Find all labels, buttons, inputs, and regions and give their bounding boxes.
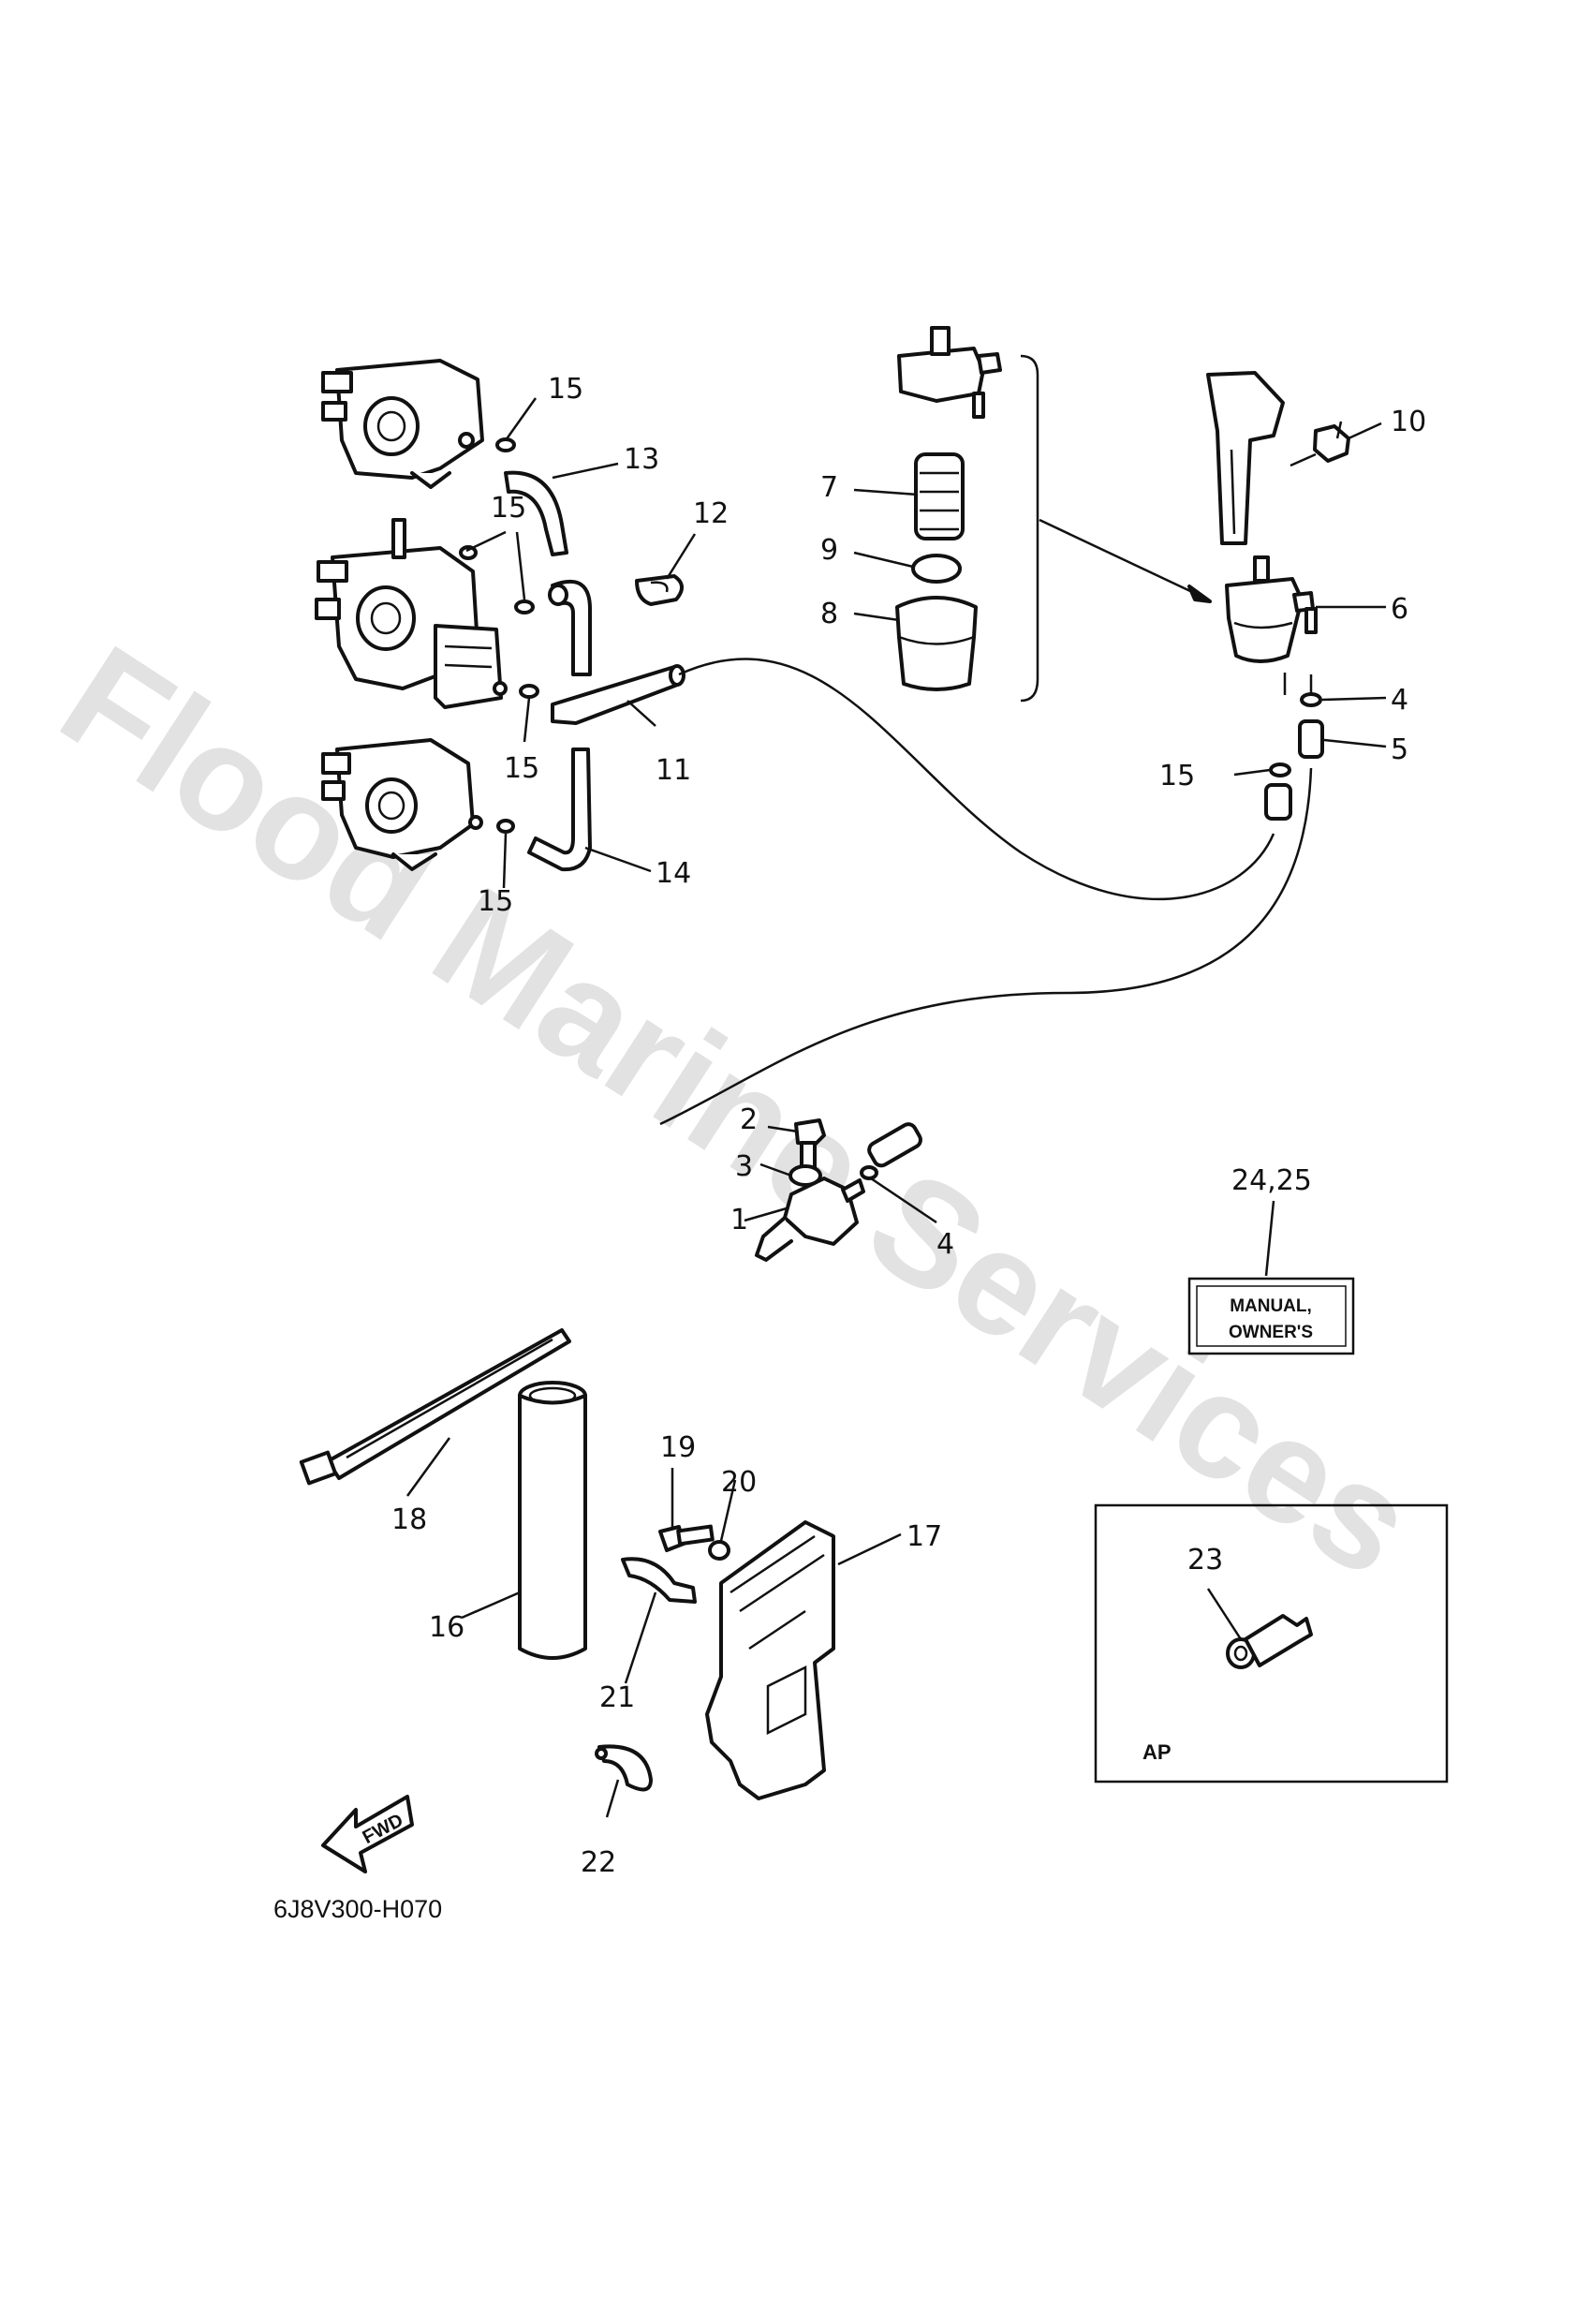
hose-joint-lower-end — [867, 1122, 922, 1168]
callout-22: 22 — [581, 1846, 616, 1879]
callout-1: 1 — [730, 1204, 748, 1236]
callout-6: 6 — [1391, 593, 1408, 626]
fuel-filter-cap-exploded — [897, 326, 1002, 419]
callout-labels: 15 13 15 12 11 15 15 14 7 9 8 10 6 4 5 1… — [391, 373, 1426, 1879]
bolt-19 — [658, 1524, 715, 1552]
callout-2: 2 — [740, 1103, 758, 1136]
fuel-hose-short — [548, 580, 592, 676]
callout-11: 11 — [656, 754, 691, 787]
callout-15: 15 — [504, 752, 539, 785]
callout-7: 7 — [820, 471, 838, 504]
callout-15: 15 — [548, 373, 583, 406]
fuel-hose-11 — [551, 664, 685, 725]
callout-4: 4 — [1391, 684, 1408, 717]
clamp-21 — [621, 1557, 697, 1604]
callout-15: 15 — [478, 885, 513, 918]
callout-21: 21 — [599, 1681, 635, 1714]
fitting-23 — [1226, 1614, 1313, 1669]
callout-13: 13 — [624, 443, 659, 476]
manual-text-2: OWNER'S — [1229, 1323, 1313, 1342]
fuel-line-lower — [659, 767, 1313, 1126]
fwd-direction-arrow: FWD — [321, 1795, 414, 1873]
leader-lines — [405, 397, 1387, 1818]
hose-joint-5 — [1298, 719, 1324, 759]
callout-3: 3 — [735, 1150, 753, 1183]
owners-manual-label: MANUAL, OWNER'S — [1187, 1277, 1355, 1355]
filter-element-7 — [914, 452, 965, 540]
callout-23: 23 — [1187, 1544, 1223, 1576]
filter-cup-8 — [895, 596, 978, 691]
clip-15-filter — [1269, 762, 1291, 777]
filter-outlet-line — [1283, 673, 1313, 695]
hose-joint-lower — [1264, 783, 1292, 821]
ap-option-box: AP — [1094, 1503, 1449, 1784]
cable-tie-18 — [299, 1328, 571, 1486]
callout-14: 14 — [656, 857, 691, 890]
carburetor-bottom — [321, 738, 483, 871]
callout-9: 9 — [820, 534, 838, 567]
callout-15: 15 — [491, 492, 526, 525]
callout-15: 15 — [1159, 760, 1195, 792]
hose-clamp-12 — [635, 574, 684, 606]
clip-4-lower — [860, 1165, 878, 1180]
callout-10: 10 — [1391, 406, 1426, 438]
fuel-hose-13 — [504, 470, 568, 556]
protector-sleeve-16 — [518, 1381, 587, 1660]
o-ring-9 — [911, 554, 962, 584]
diagram-code: 6J8V300-H070 — [273, 1895, 442, 1923]
callout-5: 5 — [1391, 733, 1408, 766]
callout-8: 8 — [820, 598, 838, 630]
exploded-bracket — [1020, 354, 1039, 703]
manual-text-1: MANUAL, — [1230, 1296, 1312, 1316]
assembly-arrow — [1039, 518, 1209, 601]
callout-16: 16 — [429, 1611, 464, 1644]
washer-20 — [708, 1540, 730, 1561]
callout-19: 19 — [660, 1431, 696, 1464]
callout-17: 17 — [906, 1520, 942, 1553]
assembly-arrowhead — [1187, 585, 1212, 603]
filter-bracket — [1206, 371, 1285, 545]
leader-24-25 — [1264, 1200, 1275, 1277]
fuel-joint-1 — [755, 1177, 865, 1262]
hose-clips — [459, 437, 539, 834]
callout-18: 18 — [391, 1503, 427, 1536]
callout-12: 12 — [693, 497, 729, 530]
fuel-hose-14 — [527, 748, 592, 872]
washer-3 — [788, 1164, 822, 1187]
callout-24-25: 24,25 — [1231, 1164, 1312, 1197]
ap-label: AP — [1142, 1740, 1172, 1764]
clip-4-upper — [1300, 692, 1322, 707]
carburetor-middle — [315, 518, 508, 709]
callout-4: 4 — [936, 1228, 954, 1261]
clamp-22 — [595, 1744, 653, 1792]
carburetor-top — [321, 359, 484, 489]
battery-bracket-17 — [705, 1520, 835, 1800]
fuel-filter-6 — [1225, 555, 1318, 663]
fuel-line-upper — [678, 658, 1275, 901]
watermark: Flood Marine Services — [34, 614, 1440, 1608]
nut-10 — [1290, 424, 1350, 467]
callout-20: 20 — [721, 1466, 757, 1499]
